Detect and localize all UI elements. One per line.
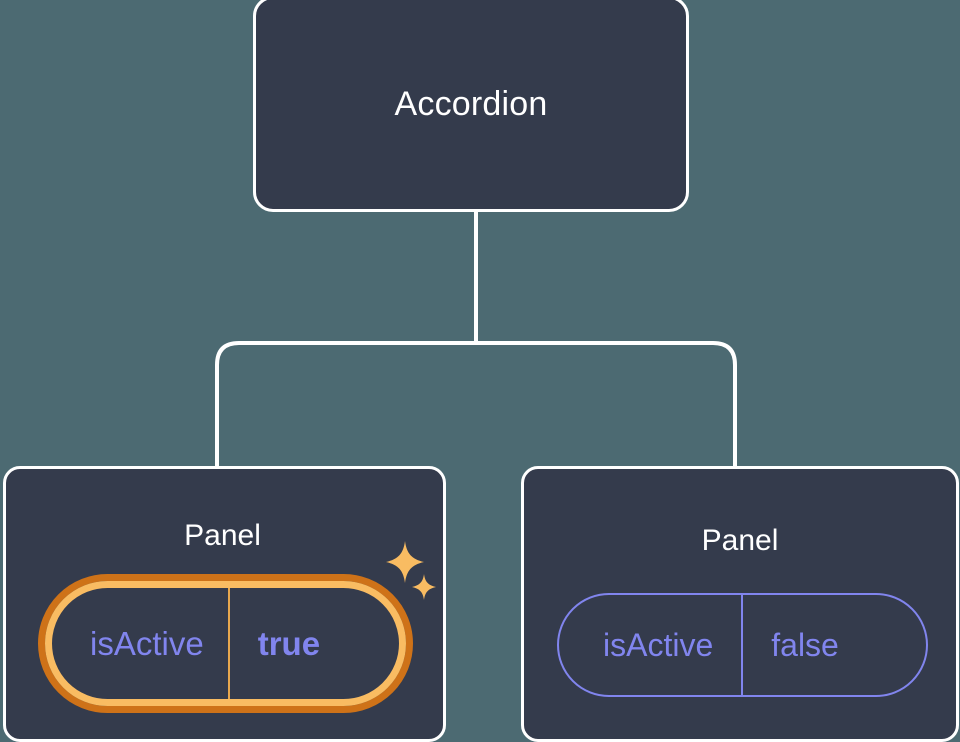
highlight-ring-outer	[38, 574, 413, 713]
connector-branch-bar	[215, 341, 737, 467]
sparkle-large-icon	[386, 541, 424, 583]
tree-node-panel-active[interactable]: Panel isActive true	[3, 466, 446, 742]
prop-key-isactive: isActive	[603, 627, 714, 663]
prop-pill-isactive-false[interactable]: isActive false	[557, 593, 928, 697]
prop-value-false: false	[741, 595, 883, 695]
prop-key-isactive: isActive	[90, 625, 204, 662]
tree-node-panel-inactive[interactable]: Panel isActive false	[521, 466, 959, 742]
tree-node-accordion[interactable]: Accordion	[253, 0, 689, 212]
node-label-panel-active: Panel	[184, 519, 261, 552]
prop-value-true: true	[227, 588, 364, 699]
prop-pill-isactive-true[interactable]: isActive true	[38, 574, 413, 713]
highlight-ring-inner	[45, 581, 406, 706]
node-label-panel-inactive: Panel	[701, 524, 779, 557]
node-label-accordion: Accordion	[394, 85, 548, 123]
sparkle-small-icon	[412, 574, 436, 600]
prop-pill-content: isActive true	[52, 588, 399, 699]
